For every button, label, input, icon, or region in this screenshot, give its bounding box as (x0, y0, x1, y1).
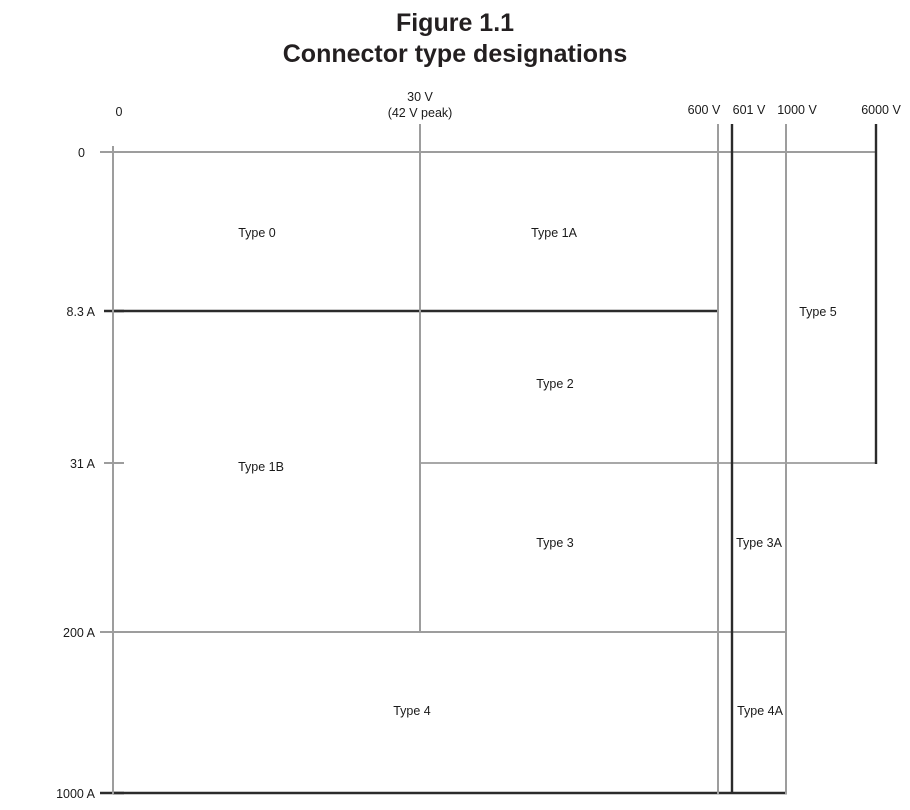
region-label-type-3a: Type 3A (736, 536, 783, 550)
figure-title-line-1: Figure 1.1 (395, 9, 515, 37)
region-label-type-4a: Type 4A (737, 704, 784, 718)
x-axis-label-600v: 600 V (688, 103, 721, 117)
figure-title: Figure 1.1 Connector type designations (0, 8, 910, 70)
x-axis-label-0: 0 (116, 105, 123, 119)
y-axis-label-31a: 31 A (70, 457, 96, 471)
region-label-type-4: Type 4 (393, 704, 431, 718)
region-label-type-1a: Type 1A (531, 226, 578, 240)
region-label-type-1b: Type 1B (238, 460, 284, 474)
region-label-type-0: Type 0 (238, 226, 276, 240)
region-label-type-5: Type 5 (799, 305, 837, 319)
y-axis-label-200a: 200 A (63, 626, 96, 640)
y-axis-label-0: 0 (78, 146, 85, 160)
x-axis-label-1000v: 1000 V (777, 103, 817, 117)
y-axis-label-8.3a: 8.3 A (67, 305, 96, 319)
x-axis-label-30v-line2: (42 V peak) (388, 106, 453, 120)
region-label-type-3: Type 3 (536, 536, 574, 550)
y-axis-label-1000a: 1000 A (56, 787, 96, 801)
x-axis-label-601v: 601 V (733, 103, 766, 117)
region-label-type-2: Type 2 (536, 377, 574, 391)
x-axis-label-30v-line1: 30 V (407, 90, 433, 104)
figure-title-line-2: Connector type designations (282, 40, 628, 68)
x-axis-label-6000v: 6000 V (861, 103, 901, 117)
